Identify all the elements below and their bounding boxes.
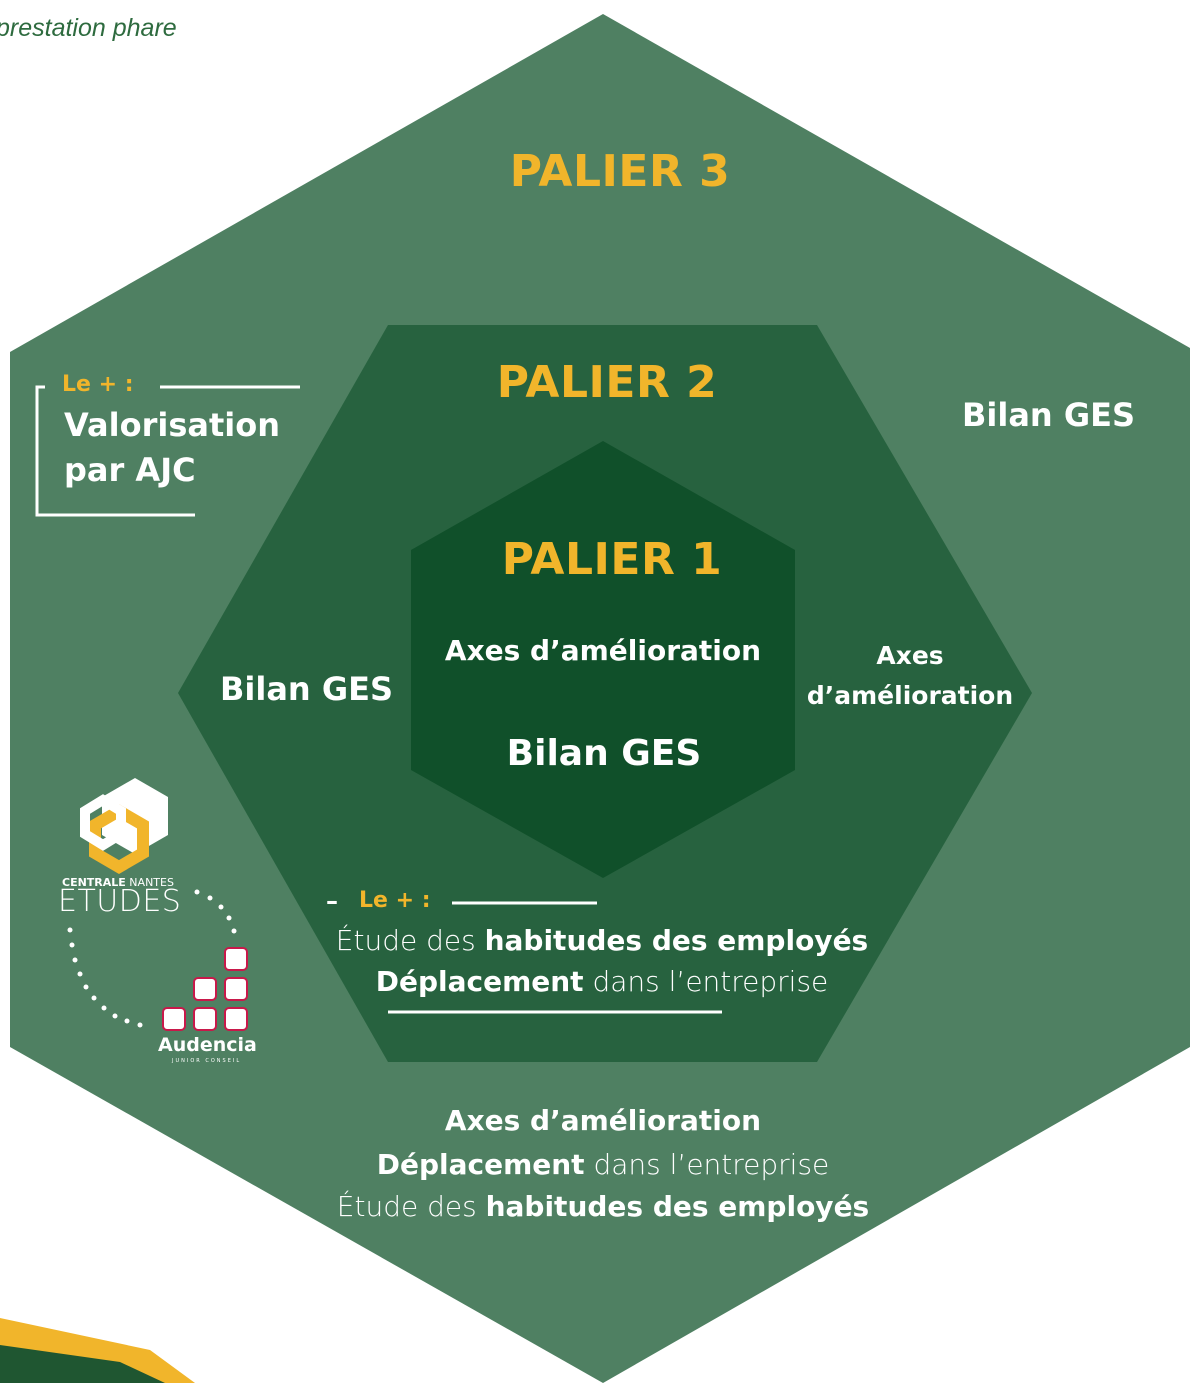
hexagon-yellow-icon <box>89 804 149 874</box>
hexagon-outline-icon <box>80 794 126 851</box>
palier3-bottom-line3-bold: habitudes des employés <box>485 1190 870 1223</box>
palier1-line2: Bilan GES <box>506 733 702 774</box>
audencia-logo <box>162 947 248 1031</box>
palier3-bottom-line3-pre: Étude des <box>336 1190 486 1223</box>
palier2-plus-line1-pre: Étude des <box>335 924 485 957</box>
palier3-bottom-line1-bold: Axes d’amélioration <box>444 1104 762 1137</box>
palier2-left-label: Bilan GES <box>220 670 394 708</box>
centrale-nantes-label: CENTRALE NANTES <box>62 876 174 889</box>
palier3-bottom-line1: Axes d’amélioration <box>445 1104 761 1137</box>
centrale-label-bold: CENTRALE <box>62 876 126 889</box>
palier3-plus-label: Le + : <box>62 372 134 397</box>
etudes-label: ETUDES <box>58 884 182 919</box>
palier2-plus-line2-rest: dans l’entreprise <box>583 965 829 998</box>
palier3-plus-line1: Valorisation <box>64 406 280 444</box>
palier3-bottom-line2: Déplacement dans l’entreprise <box>377 1148 830 1181</box>
palier2-right-label-line1: Axes <box>876 641 944 670</box>
palier2-plus-dash: – <box>326 887 338 915</box>
palier2-right-label-line2: d’amélioration <box>806 681 1014 710</box>
centrale-label-light: NANTES <box>125 876 174 889</box>
dotted-arc <box>67 889 237 1028</box>
palier3-title: PALIER 3 <box>509 146 731 197</box>
palier2-plus-label: Le + : <box>359 888 431 913</box>
palier2-plus-line1-bold: habitudes des employés <box>484 924 869 957</box>
audencia-sublabel: JUNIOR CONSEIL <box>172 1058 242 1064</box>
palier3-plus-bracket <box>35 385 300 517</box>
palier1-hexagon <box>411 441 795 878</box>
palier2-plus-lines <box>388 901 722 1014</box>
palier2-plus-line2: Déplacement dans l’entreprise <box>376 965 829 998</box>
palier2-plus-line1: Étude des habitudes des employés <box>336 924 868 957</box>
palier3-right-label: Bilan GES <box>962 396 1136 434</box>
header-subtitle: prestation phare <box>0 14 177 42</box>
audencia-label: Audencia <box>158 1034 257 1056</box>
palier1-line1: Axes d’amélioration <box>444 634 762 667</box>
palier3-plus-line2: par AJC <box>64 451 196 489</box>
centrale-nantes-logo <box>80 778 168 874</box>
palier2-title: PALIER 2 <box>496 357 718 408</box>
palier3-bottom-line2-bold: Déplacement <box>376 1148 585 1181</box>
palier2-plus-line2-bold: Déplacement <box>375 965 584 998</box>
palier3-bottom-line3: Étude des habitudes des employés <box>337 1190 869 1223</box>
palier1-title: PALIER 1 <box>501 534 723 585</box>
corner-accent-green <box>0 1345 165 1383</box>
palier3-bottom-line2-rest: dans l’entreprise <box>584 1148 830 1181</box>
